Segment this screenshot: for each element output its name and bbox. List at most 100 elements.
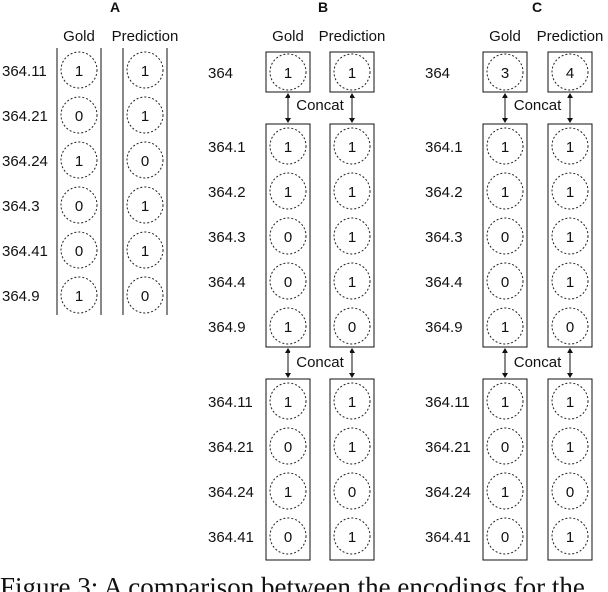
gold-value: 0	[75, 198, 83, 215]
prediction-value-circle	[333, 53, 371, 91]
gold-value: 1	[501, 139, 509, 156]
prediction-value-circle	[333, 172, 371, 210]
gold-header: Gold	[272, 28, 304, 45]
code-label: 364.21	[2, 108, 48, 125]
gold-value-circle	[486, 53, 524, 91]
gold-value: 1	[501, 184, 509, 201]
code-label: 364.21	[425, 439, 471, 456]
gold-value: 1	[284, 184, 292, 201]
prediction-value-circle	[551, 53, 589, 91]
concat-arrow-head	[349, 93, 355, 98]
gold-value-circle	[60, 51, 98, 89]
prediction-value: 1	[348, 394, 356, 411]
concat-arrow-head	[567, 348, 573, 353]
code-label: 364.41	[425, 529, 471, 546]
concat-label: Concat	[296, 354, 344, 371]
concat-arrow-head	[285, 118, 291, 123]
prediction-value: 1	[348, 184, 356, 201]
prediction-value-circle	[333, 472, 371, 510]
concat-arrow-head	[285, 348, 291, 353]
gold-value-circle	[486, 217, 524, 255]
code-label: 364.3	[425, 229, 463, 246]
gold-column-box	[482, 378, 528, 561]
concat-arrow-head	[567, 118, 573, 123]
concat-arrow-head	[349, 118, 355, 123]
prediction-value: 1	[566, 439, 574, 456]
gold-value: 0	[501, 529, 509, 546]
prediction-value: 1	[566, 529, 574, 546]
concat-arrow-head	[349, 373, 355, 378]
gold-value-circle	[486, 382, 524, 420]
code-label: 364.2	[208, 184, 246, 201]
concat-arrow-head	[567, 373, 573, 378]
gold-value-circle	[486, 172, 524, 210]
gold-value: 1	[75, 63, 83, 80]
gold-value-circle	[60, 96, 98, 134]
prediction-column-box	[547, 378, 593, 561]
prediction-header: Prediction	[319, 28, 386, 45]
prediction-value: 1	[566, 229, 574, 246]
gold-header: Gold	[63, 28, 95, 45]
gold-value-circle	[486, 427, 524, 465]
gold-value-circle	[486, 262, 524, 300]
prediction-header: Prediction	[112, 28, 179, 45]
concat-arrow-head	[502, 373, 508, 378]
code-label: 364.3	[2, 198, 40, 215]
prediction-value-circle	[551, 262, 589, 300]
concat-arrow-head	[285, 93, 291, 98]
prediction-header: Prediction	[537, 28, 604, 45]
code-label: 364.24	[425, 484, 471, 501]
gold-value-circle	[60, 276, 98, 314]
prediction-value: 0	[566, 319, 574, 336]
prediction-value: 1	[141, 63, 149, 80]
prediction-value-circle	[333, 427, 371, 465]
prediction-value-circle	[126, 186, 164, 224]
code-label: 364.9	[2, 288, 40, 305]
concat-arrow-head	[502, 93, 508, 98]
gold-value: 0	[284, 439, 292, 456]
gold-value-circle	[269, 427, 307, 465]
code-label: 364.9	[425, 319, 463, 336]
prediction-value: 1	[348, 274, 356, 291]
gold-value-circle	[269, 127, 307, 165]
gold-value-circle	[60, 231, 98, 269]
prediction-value: 0	[141, 153, 149, 170]
prediction-value: 1	[141, 108, 149, 125]
concat-label-bg	[507, 95, 568, 113]
code-label: 364.11	[425, 394, 470, 411]
code-label: 364.41	[208, 529, 254, 546]
concat-arrow-head	[502, 348, 508, 353]
code-label: 364.1	[208, 139, 246, 156]
gold-value: 0	[501, 274, 509, 291]
concat-label: Concat	[296, 97, 344, 114]
gold-value: 3	[501, 65, 509, 82]
panel-label-c: C	[532, 0, 542, 15]
gold-value: 1	[501, 319, 509, 336]
gold-value: 0	[284, 529, 292, 546]
gold-value-circle	[269, 217, 307, 255]
gold-value: 1	[284, 394, 292, 411]
concat-label: Concat	[514, 354, 562, 371]
code-label: 364.24	[208, 484, 254, 501]
prediction-value: 1	[566, 184, 574, 201]
code-label: 364.41	[2, 243, 48, 260]
code-label: 364.24	[2, 153, 48, 170]
gold-value-circle	[269, 307, 307, 345]
gold-header: Gold	[489, 28, 521, 45]
gold-value-circle	[269, 517, 307, 555]
prediction-value: 1	[141, 198, 149, 215]
code-label: 364	[425, 65, 450, 82]
concat-arrow-head	[567, 93, 573, 98]
prediction-value: 1	[566, 394, 574, 411]
gold-value-circle	[269, 172, 307, 210]
prediction-value-circle	[333, 217, 371, 255]
prediction-value-circle	[551, 217, 589, 255]
code-label: 364.21	[208, 439, 254, 456]
prediction-value-circle	[551, 382, 589, 420]
prediction-value: 0	[348, 484, 356, 501]
gold-column-box	[265, 378, 311, 561]
gold-value-circle	[486, 472, 524, 510]
prediction-value-circle	[551, 172, 589, 210]
code-label: 364.3	[208, 229, 246, 246]
panel-label-a: A	[110, 0, 120, 15]
